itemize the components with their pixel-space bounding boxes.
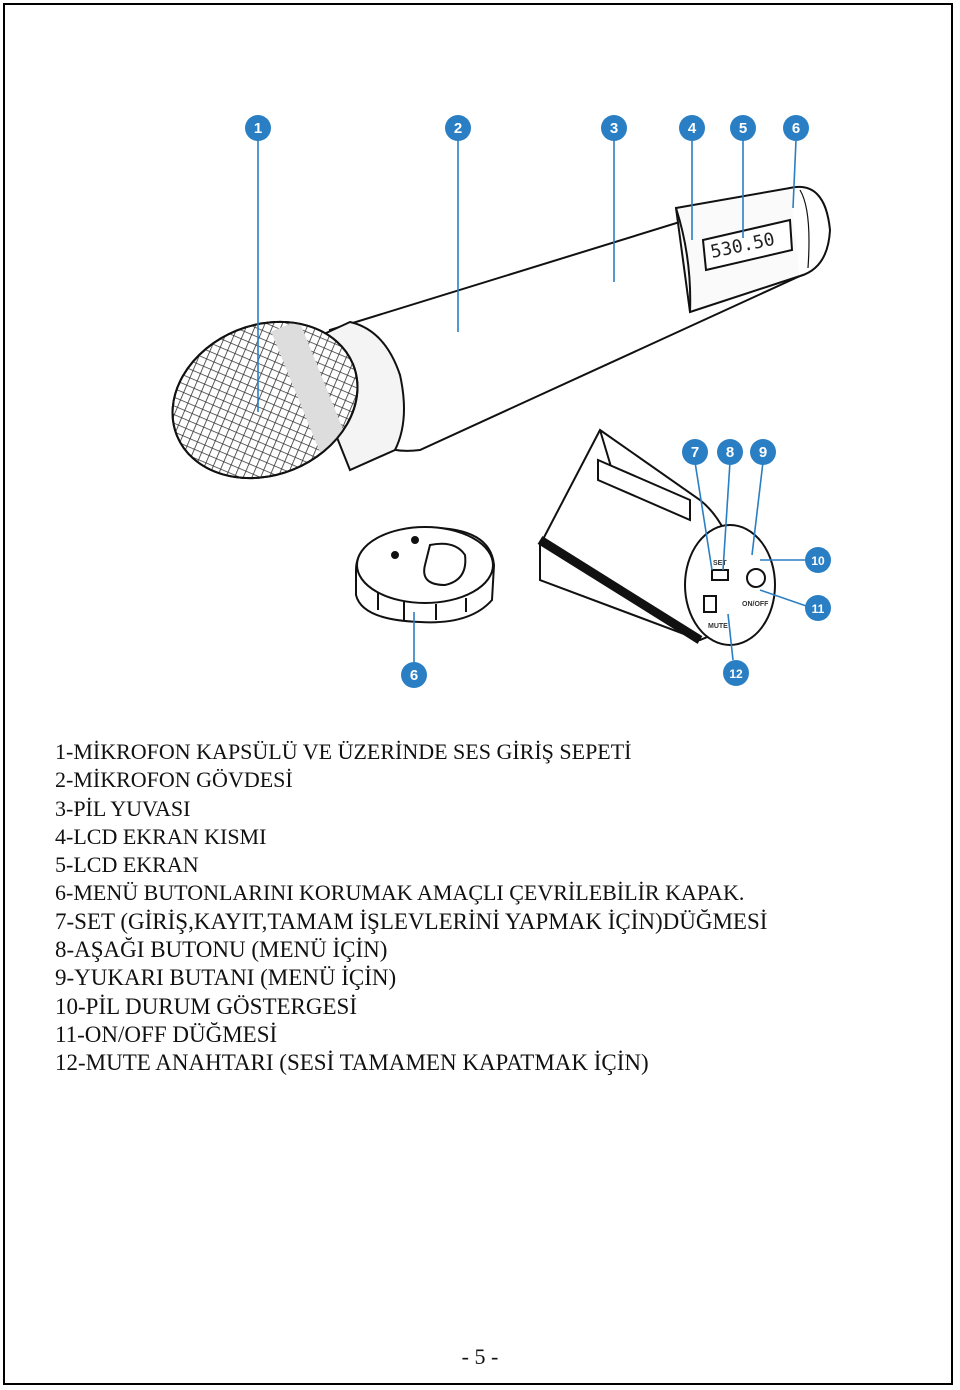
- legend-item-5: 5-LCD EKRAN: [55, 852, 199, 878]
- svg-text:6: 6: [410, 667, 418, 684]
- legend-item-9: 9-YUKARI BUTANI (MENÜ İÇİN): [55, 965, 397, 991]
- callout-6: 6: [783, 115, 809, 141]
- parts-legend: 1-MİKROFON KAPSÜLÜ VE ÜZERİNDE SES GİRİŞ…: [55, 738, 767, 1078]
- legend-item-3: 3-PİL YUVASI: [55, 795, 191, 821]
- callout-10: 10: [805, 547, 831, 573]
- callout-6-cover: 6: [401, 662, 427, 688]
- microphone-diagram: 530.50 SET MUTE ON/OFF: [171, 115, 832, 688]
- legend-item-6: 6-MENÜ BUTONLARINI KORUMAK AMAÇLI ÇEVRİL…: [55, 880, 745, 906]
- legend-item-8: 8-AŞAĞI BUTONU (MENÜ İÇİN): [55, 937, 388, 963]
- legend-item-12: 12-MUTE ANAHTARI (SESİ TAMAMEN KAPATMAK …: [55, 1050, 649, 1076]
- control-panel-drawing: [537, 428, 776, 646]
- set-label: SET: [713, 560, 727, 567]
- rotating-cover-drawing: [355, 526, 496, 624]
- page-border: [3, 3, 953, 1385]
- callout-4: 4: [679, 115, 705, 141]
- callout-11: 11: [805, 595, 831, 621]
- legend-item-7: 7-SET (GİRİŞ,KAYIT,TAMAM İŞLEVLERİNİ YAP…: [55, 908, 768, 934]
- page-number: - 5 -: [461, 1344, 499, 1369]
- legend-item-1: 1-MİKROFON KAPSÜLÜ VE ÜZERİNDE SES GİRİŞ…: [55, 739, 632, 764]
- legend-item-11: 11-ON/OFF DÜĞMESİ: [55, 1021, 278, 1047]
- svg-text:2: 2: [454, 120, 462, 137]
- callout-1: 1: [245, 115, 271, 141]
- callout-badges: 1 2 3 4 5 6 6 7 8 9 10 11 12: [245, 115, 831, 688]
- svg-text:3: 3: [610, 120, 618, 137]
- legend-item-2: 2-MİKROFON GÖVDESİ: [55, 767, 293, 793]
- legend-item-10: 10-PİL DURUM GÖSTERGESİ: [55, 993, 357, 1019]
- microphone-body-drawing: [171, 185, 832, 490]
- callout-3: 3: [601, 115, 627, 141]
- callout-2: 2: [445, 115, 471, 141]
- svg-text:9: 9: [759, 444, 767, 461]
- svg-text:4: 4: [688, 120, 697, 137]
- svg-text:11: 11: [812, 602, 825, 616]
- callout-8: 8: [717, 439, 743, 465]
- callout-7: 7: [682, 439, 708, 465]
- callout-5: 5: [730, 115, 756, 141]
- mute-label: MUTE: [708, 623, 728, 630]
- on-off-label: ON/OFF: [742, 601, 769, 608]
- svg-text:7: 7: [691, 444, 699, 461]
- svg-text:10: 10: [811, 554, 825, 568]
- legend-item-4: 4-LCD EKRAN KISMI: [55, 823, 267, 849]
- svg-text:1: 1: [254, 120, 262, 137]
- svg-text:12: 12: [729, 667, 743, 681]
- svg-text:8: 8: [726, 444, 734, 461]
- callout-12: 12: [723, 660, 749, 686]
- svg-text:6: 6: [792, 120, 800, 137]
- leader-lines: [257, 139, 813, 662]
- callout-9: 9: [750, 439, 776, 465]
- svg-text:5: 5: [739, 120, 747, 137]
